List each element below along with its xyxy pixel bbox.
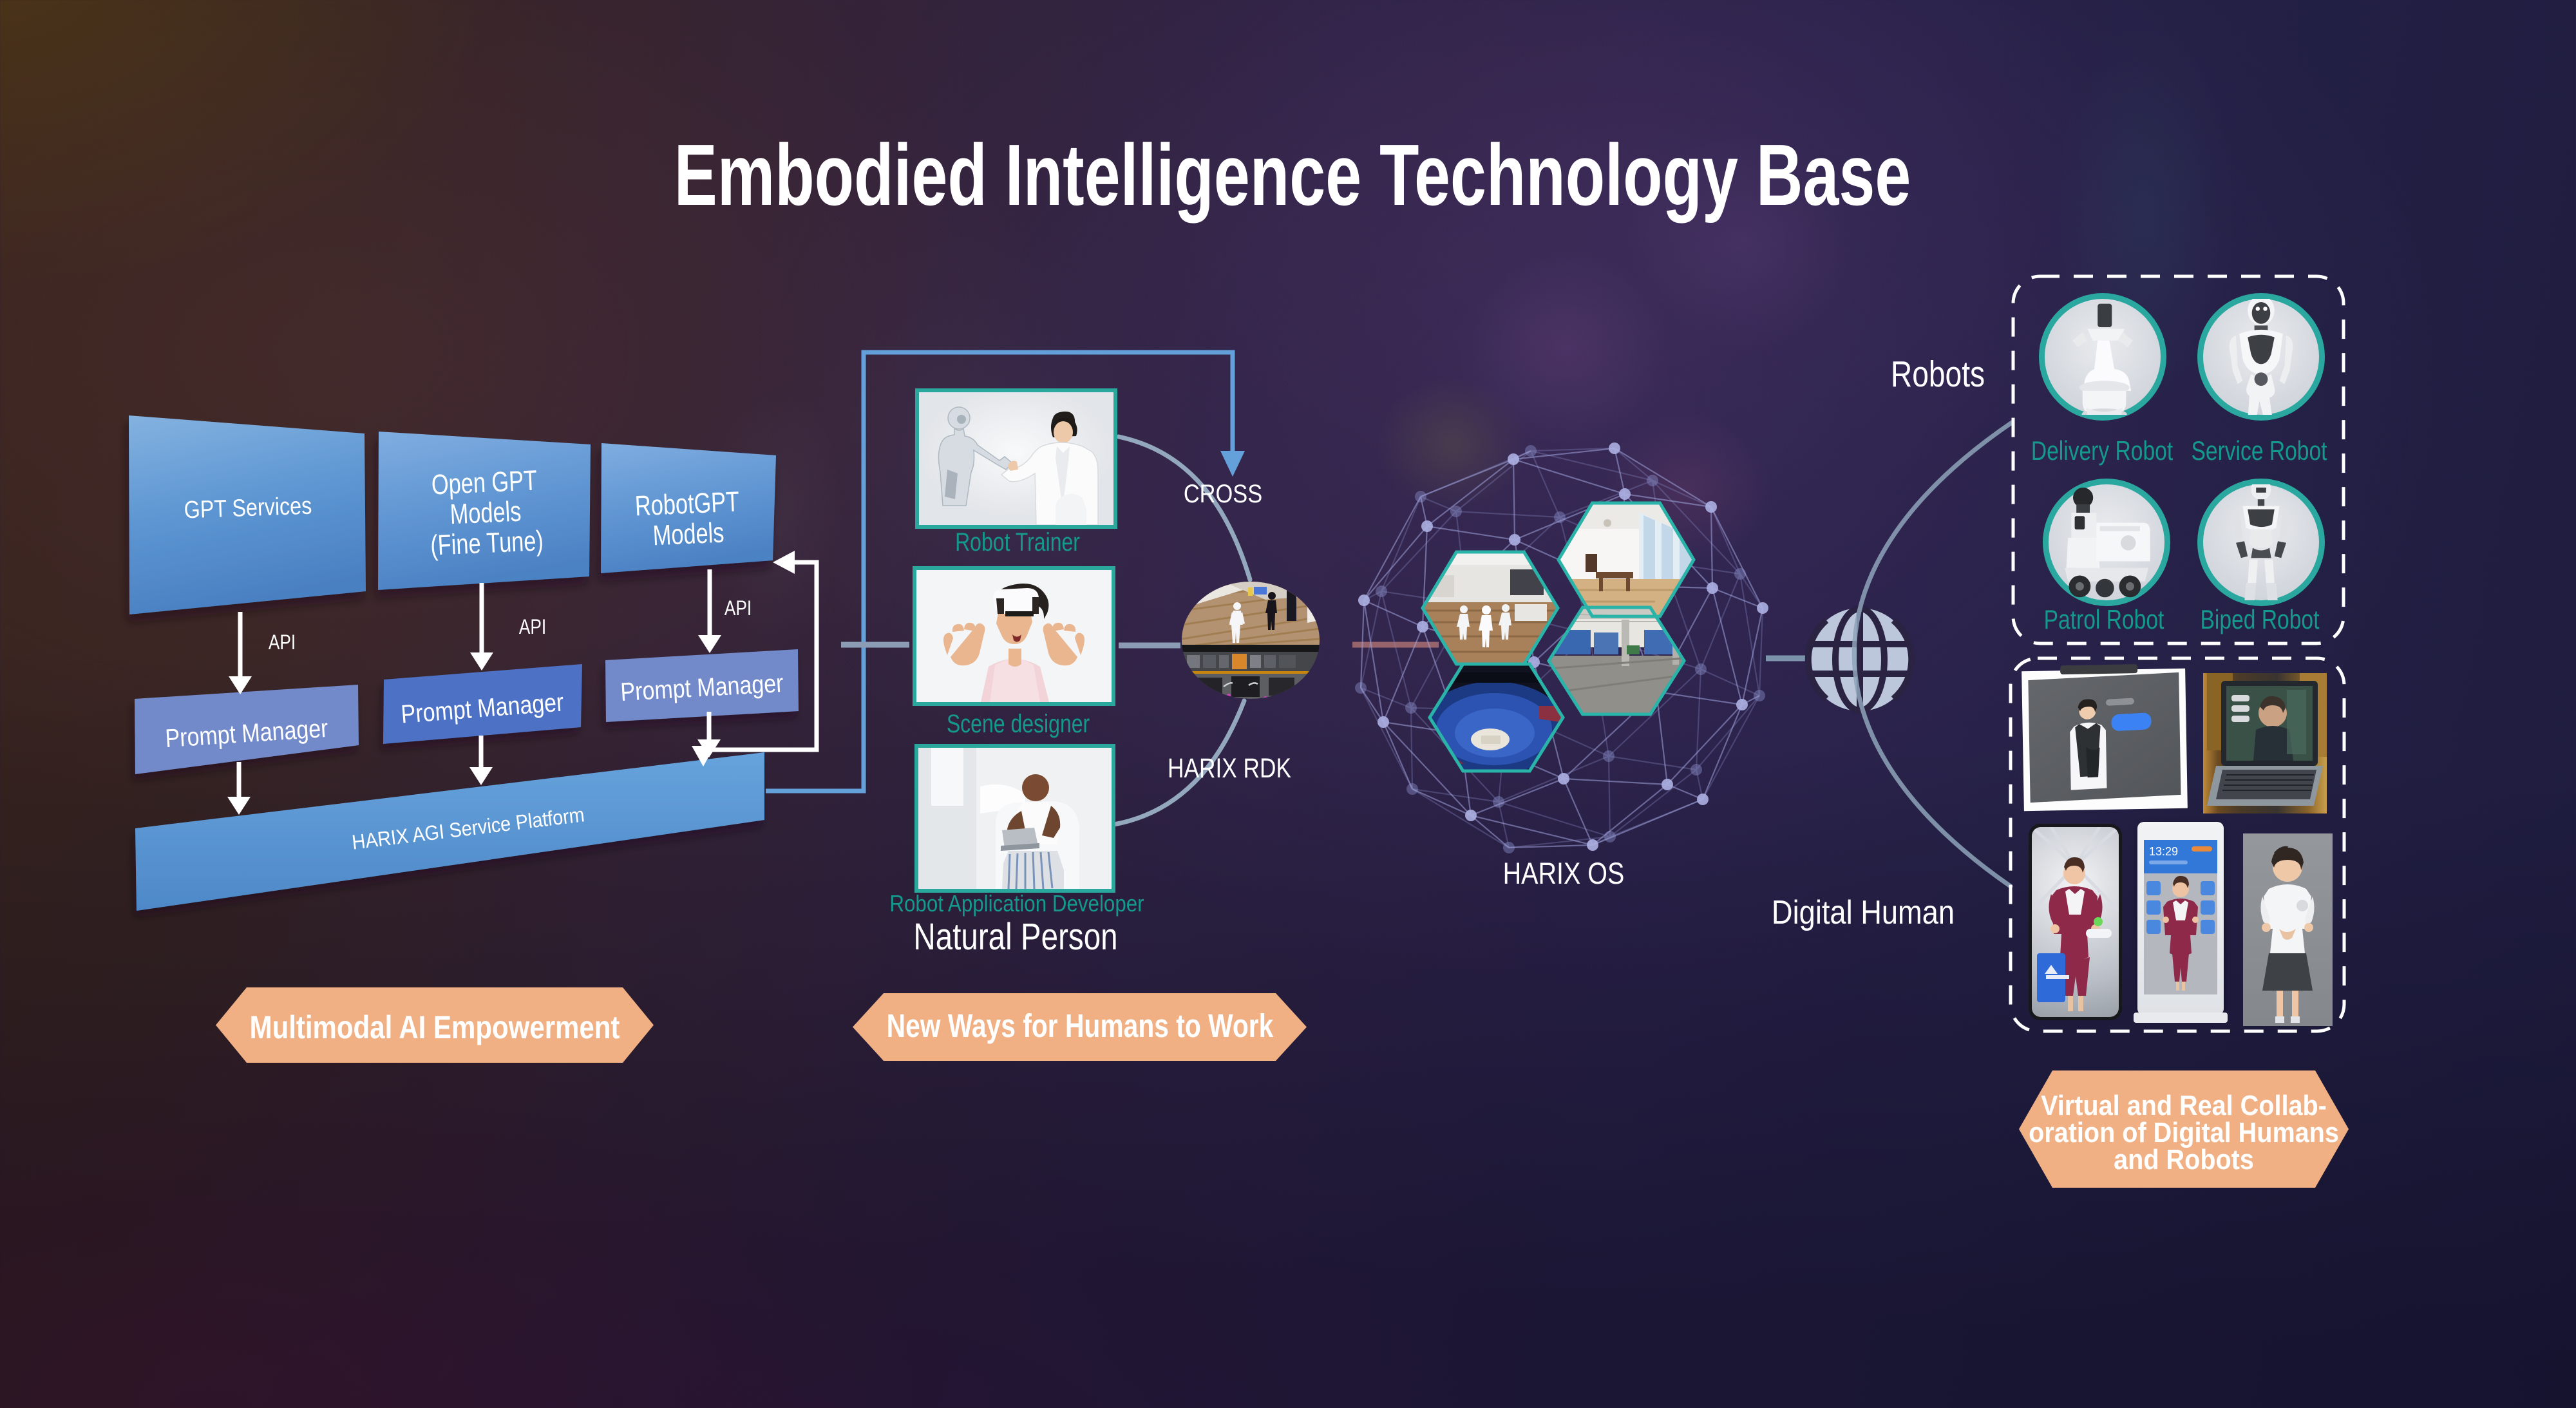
svg-text:13:29: 13:29	[2149, 845, 2178, 858]
